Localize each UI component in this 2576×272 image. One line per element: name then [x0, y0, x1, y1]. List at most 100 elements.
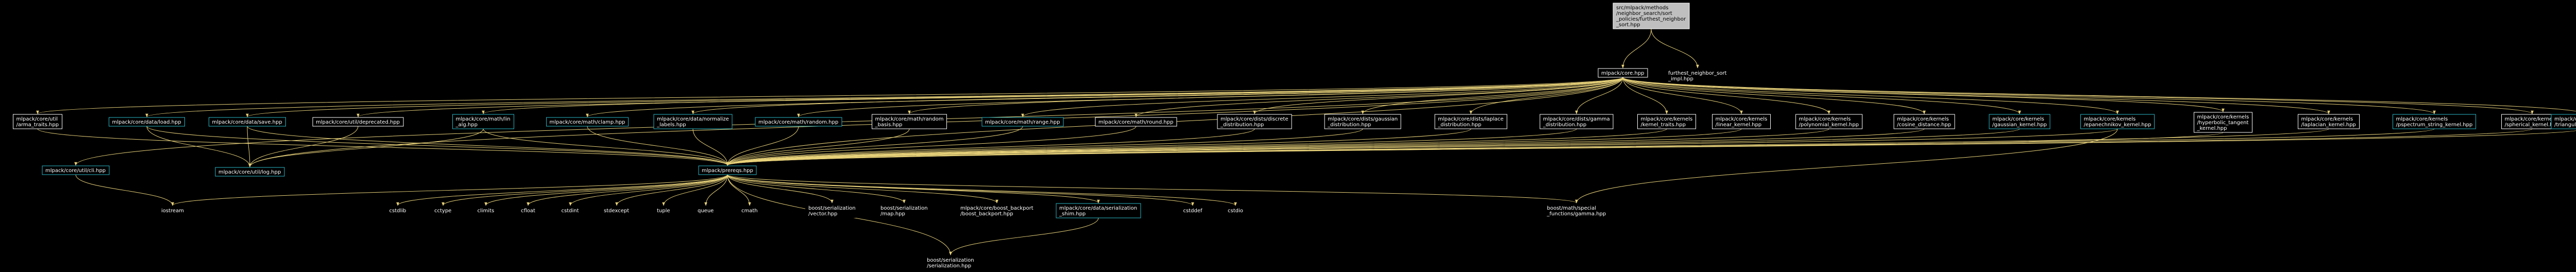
node-iostream: iostream — [158, 206, 187, 215]
edge-cosine_distance-to-prereqs — [726, 128, 1925, 166]
node-box — [957, 203, 1037, 218]
edge-random-to-prereqs — [726, 126, 799, 166]
edge-core-to-laplacian_kernel — [1622, 77, 2330, 114]
node-label-line: mlpack/core/dists/gaussian — [1328, 116, 1398, 122]
node-label-line: mlpack/core/kernels — [2197, 114, 2249, 120]
node-label-line: mlpack/core/data/normalize — [657, 116, 729, 122]
node-box — [872, 114, 947, 129]
node-label-line: mlpack/core/dists/gamma — [1543, 116, 1610, 122]
node-lin_alg[interactable]: mlpack/core/math/lin_alg.hpp — [452, 114, 514, 129]
edge-linear_kernel-to-prereqs — [726, 128, 1742, 166]
node-label-line: /hyperbolic_tangent — [2197, 120, 2249, 126]
node-label-line: mlpack/core/data/serialization — [1059, 206, 1137, 211]
node-vector: boost/serialization/vector.hpp — [805, 203, 859, 218]
node-kernel_traits: mlpack/core/kernels/kernel_traits.hpp — [1637, 114, 1696, 129]
node-cstdio: cstdio — [1225, 206, 1246, 215]
node-triangular[interactable]: mlpack/core/kernels/triangular_kernel.hp… — [2551, 114, 2576, 129]
edge-prereqs-to-cstdlib — [396, 174, 728, 206]
node-label-line: /cosine_distance.hpp — [1897, 122, 1951, 128]
node-label-line: furthest_neighbor_sort — [1668, 71, 1726, 76]
node-box — [653, 114, 733, 129]
edge-load-to-log — [146, 126, 251, 167]
node-label-line: /spherical_kernel.hpp — [2505, 122, 2560, 128]
node-label-line: mlpack/core/data/load.hpp — [112, 120, 181, 125]
edge-core-to-clamp — [586, 77, 1623, 117]
node-normalize[interactable]: mlpack/core/data/normalize_labels.hpp — [653, 114, 733, 129]
node-box — [1893, 114, 1955, 129]
node-queue: queue — [694, 206, 717, 215]
node-load[interactable]: mlpack/core/data/load.hpp — [109, 117, 185, 127]
node-random[interactable]: mlpack/core/math/random.hpp — [755, 117, 842, 127]
edge-serialization_shim-to-serialization — [949, 217, 1099, 256]
edge-arma_traits-to-prereqs — [37, 128, 729, 166]
node-box — [1539, 114, 1614, 129]
node-label-line: /epanechnikov_kernel.hpp — [2084, 122, 2151, 128]
node-label-line: _distribution.hpp — [1327, 122, 1371, 128]
edge-core-to-round — [1134, 77, 1623, 117]
node-label-line: _basis.hpp — [875, 122, 903, 128]
node-box — [755, 117, 842, 127]
edge-core-to-polynomial_kernel — [1622, 77, 1831, 114]
node-round: mlpack/core/math/round.hpp — [1095, 117, 1177, 127]
node-label-line: mlpack/prereqs.hpp — [702, 168, 753, 174]
node-save[interactable]: mlpack/core/data/save.hpp — [209, 117, 286, 127]
node-label-line: /linear_kernel.hpp — [1716, 122, 1762, 128]
node-box — [42, 165, 110, 175]
edge-prereqs-to-tuple — [662, 174, 728, 206]
node-label-line: /arma_traits.hpp — [16, 122, 59, 128]
node-range[interactable]: mlpack/core/math/range.hpp — [981, 117, 1064, 127]
node-label-line: src/mlpack/methods — [1616, 5, 1668, 11]
node-cstdlib: cstdlib — [386, 206, 410, 215]
edge-kernel_traits-to-prereqs — [726, 128, 1667, 166]
node-clamp[interactable]: mlpack/core/math/clamp.hpp — [546, 117, 629, 127]
node-climits: climits — [474, 206, 498, 215]
node-label-line: boost/serialization — [808, 206, 856, 211]
edge-lin_alg-to-log — [248, 128, 484, 167]
node-label-line: mlpack/core/kernels — [1992, 116, 2044, 122]
node-label-line: /laplacian_kernel.hpp — [2301, 122, 2356, 128]
node-box — [546, 117, 629, 127]
node-label-line: mlpack/core/math/random.hpp — [758, 120, 838, 125]
edge-core-to-cli — [74, 77, 1623, 166]
edge-load-to-prereqs — [146, 126, 729, 166]
node-label-line: boost/serialization — [927, 258, 974, 263]
node-linear_kernel: mlpack/core/kernels/linear_kernel.hpp — [1712, 114, 1771, 129]
node-box — [1180, 206, 1206, 215]
node-gaussian_kernel[interactable]: mlpack/core/kernels/gaussian_kernel.hpp — [1989, 114, 2050, 129]
node-cstdint: cstdint — [558, 206, 583, 215]
node-arma_traits: mlpack/core/util/arma_traits.hpp — [13, 114, 62, 129]
node-label-line: _distribution.hpp — [1543, 122, 1586, 128]
node-cmath: cmath — [738, 206, 761, 215]
node-label-line: mlpack/core/math/lin — [456, 116, 511, 122]
node-label-line: /boost_backport.hpp — [960, 211, 1013, 217]
node-serialization: boost/serialization/serialization.hpp — [924, 256, 977, 270]
node-pspectrum[interactable]: mlpack/core/kernels/pspectrum_string_ker… — [2393, 114, 2476, 129]
node-label-line: /serialization.hpp — [927, 263, 971, 269]
edge-core-to-laplace_dist — [1469, 77, 1623, 114]
node-label-line: _functions/gamma.hpp — [1547, 211, 1606, 217]
node-box — [1795, 114, 1862, 129]
node-log[interactable]: mlpack/core/util/log.hpp — [215, 167, 285, 177]
node-box — [1712, 114, 1771, 129]
node-cli[interactable]: mlpack/core/util/cli.hpp — [42, 165, 110, 175]
node-label-line: _policies/furthest_neighbor — [1616, 16, 1686, 22]
node-box — [738, 206, 761, 215]
node-discrete: mlpack/core/dists/discrete_distribution.… — [1217, 114, 1292, 129]
node-label-line: /gaussian_kernel.hpp — [1992, 122, 2047, 128]
node-label-line: _distribution.hpp — [1220, 122, 1264, 128]
edge-core-to-range — [1021, 77, 1623, 117]
node-label-line: queue — [698, 208, 714, 214]
node-prereqs[interactable]: mlpack/prereqs.hpp — [698, 165, 757, 175]
edge-prereqs-to-cstdint — [569, 174, 728, 206]
edge-pspectrum-to-prereqs — [726, 128, 2435, 166]
node-serialization_shim[interactable]: mlpack/core/data/serialization_shim.hpp — [1056, 203, 1141, 218]
node-box — [1989, 114, 2050, 129]
node-box — [2080, 114, 2155, 129]
edge-core-to-gaussian_kernel — [1622, 77, 2021, 114]
node-label-line: mlpack/core/dists/laplace — [1438, 116, 1503, 122]
edge-core-to-lin_alg — [482, 77, 1623, 114]
node-epanechnikov[interactable]: mlpack/core/kernels/epanechnikov_kernel.… — [2080, 114, 2155, 129]
node-box — [1225, 206, 1246, 215]
node-box — [877, 203, 931, 218]
